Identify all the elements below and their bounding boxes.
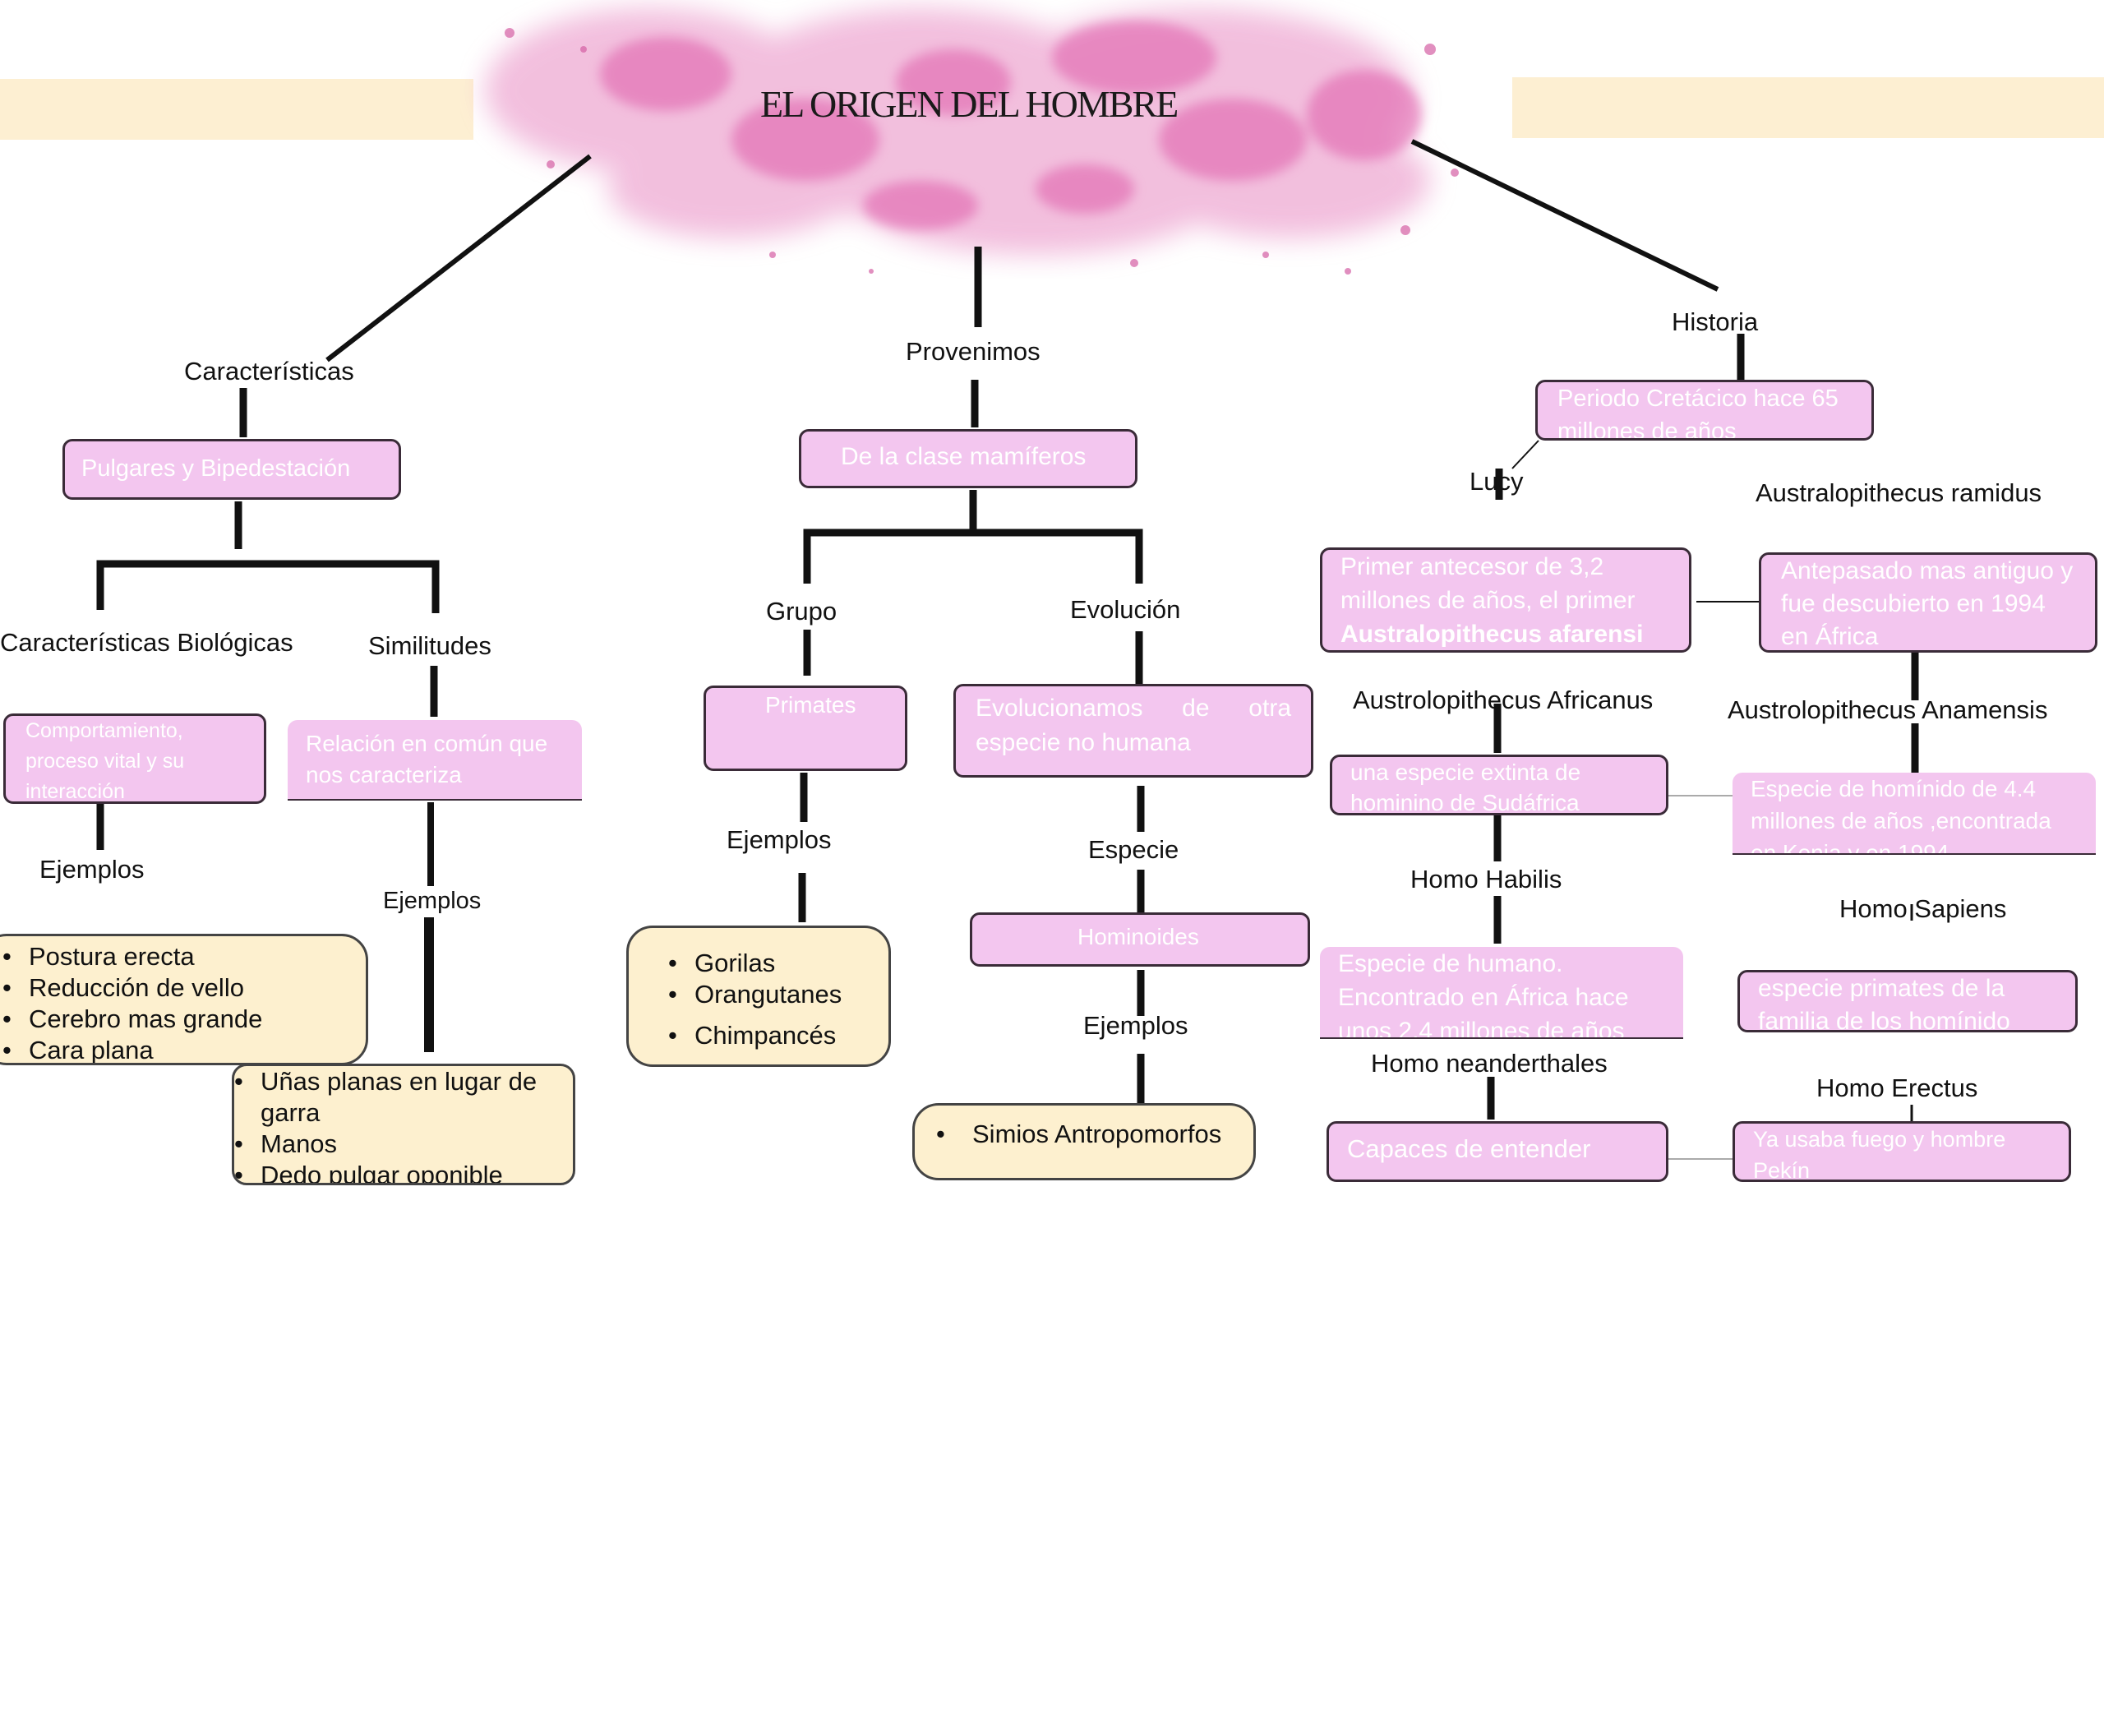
label-homo-sapiens: Homo Sapiens xyxy=(1839,894,2007,923)
label-ejemplos-bio: Ejemplos xyxy=(39,855,145,884)
label-similitudes: Similitudes xyxy=(368,631,491,660)
label-grupo: Grupo xyxy=(766,597,837,626)
node-clase-mamiferos: De la clase mamíferos xyxy=(799,429,1137,488)
label-ejemplos-sim: Ejemplos xyxy=(383,888,482,914)
left-banner xyxy=(0,79,473,140)
list-item: Gorilas xyxy=(668,948,888,979)
label-especie: Especie xyxy=(1088,835,1179,864)
node-evolucionamos: Evolucionamos de otra especie no humana xyxy=(953,684,1313,778)
list-item: Cerebro mas grande xyxy=(2,1004,366,1035)
list-item: Chimpancés xyxy=(668,1020,888,1051)
list-item: Dedo pulgar oponible xyxy=(234,1160,566,1183)
label-homo-erectus: Homo Erectus xyxy=(1816,1073,1978,1102)
examples-hominoides: Simios Antropomorfos xyxy=(912,1103,1256,1180)
label-lucy: Lucy xyxy=(1470,467,1524,496)
list-item: Reducción de vello xyxy=(2,972,366,1004)
examples-similitudes: Uñas planas en lugar de garra Manos Dedo… xyxy=(232,1064,575,1185)
node-africanus: una especie extinta de hominino de Sudáf… xyxy=(1330,755,1668,815)
label-australopithecus-ramidus: Australopithecus ramidus xyxy=(1756,478,2042,507)
examples-primates: Gorilas Orangutanes Chimpancés xyxy=(626,926,891,1067)
list-item: Orangutanes xyxy=(668,979,888,1010)
node-primates: Primates xyxy=(704,686,907,771)
label-caracteristicas: Características xyxy=(184,357,354,386)
node-periodo-cretacico: Periodo Cretácico hace 65 millones de añ… xyxy=(1535,380,1874,441)
list-item: Simios Antropomorfos xyxy=(936,1119,1253,1150)
label-ejemplos-especie: Ejemplos xyxy=(1083,1011,1188,1040)
label-historia: Historia xyxy=(1672,307,1759,336)
label-anamensis: Austrolopithecus Anamensis xyxy=(1728,695,2048,724)
node-ramidus: Antepasado mas antiguo y fue descubierto… xyxy=(1759,552,2097,653)
node-relacion-comun: Relación en común que nos caracteriza xyxy=(288,720,582,801)
node-homo-habilis: Especie de humano. Encontrado en África … xyxy=(1320,947,1683,1039)
node-lucy: Primer antecesor de 3,2 millones de años… xyxy=(1320,547,1691,653)
examples-biologicas: Postura erecta Reducción de vello Cerebr… xyxy=(0,934,368,1065)
label-provenimos: Provenimos xyxy=(906,337,1040,366)
list-item: Postura erecta xyxy=(2,941,366,972)
page-title: EL ORIGEN DEL HOMBRE xyxy=(760,83,1179,125)
label-homo-habilis: Homo Habilis xyxy=(1410,865,1562,893)
node-anamensis: Especie de homínido de 4.4 millones de a… xyxy=(1733,773,2096,855)
label-africanus: Austrolopithecus Africanus xyxy=(1353,686,1654,714)
label-ejemplos-grupo: Ejemplos xyxy=(727,825,832,854)
node-hominoides: Hominoides xyxy=(970,912,1310,967)
node-homo-sapiens: especie primates de la familia de los ho… xyxy=(1737,970,2078,1032)
list-item: Uñas planas en lugar de garra xyxy=(234,1066,566,1129)
node-pulgares-bipedestacion: Pulgares y Bipedestación xyxy=(62,439,401,500)
node-comportamiento: Comportamiento, proceso vital y su inter… xyxy=(3,713,266,804)
list-item: Manos xyxy=(234,1129,566,1160)
label-homo-neanderthales: Homo neanderthales xyxy=(1371,1049,1608,1078)
label-caracteristicas-biologicas: Características Biológicas xyxy=(0,628,293,657)
node-homo-erectus: Ya usaba fuego y hombre Pekín xyxy=(1733,1121,2071,1182)
lucy-text: Primer antecesor de 3,2 millones de años… xyxy=(1340,553,1636,614)
list-item: Cara plana xyxy=(2,1035,366,1063)
pink-watercolor-splash xyxy=(485,8,1459,275)
lucy-bold: Australopithecus afarensi xyxy=(1340,621,1644,648)
right-banner xyxy=(1512,77,2104,138)
label-evolucion: Evolución xyxy=(1070,595,1181,624)
node-homo-neanderthales: Capaces de entender xyxy=(1327,1121,1668,1182)
